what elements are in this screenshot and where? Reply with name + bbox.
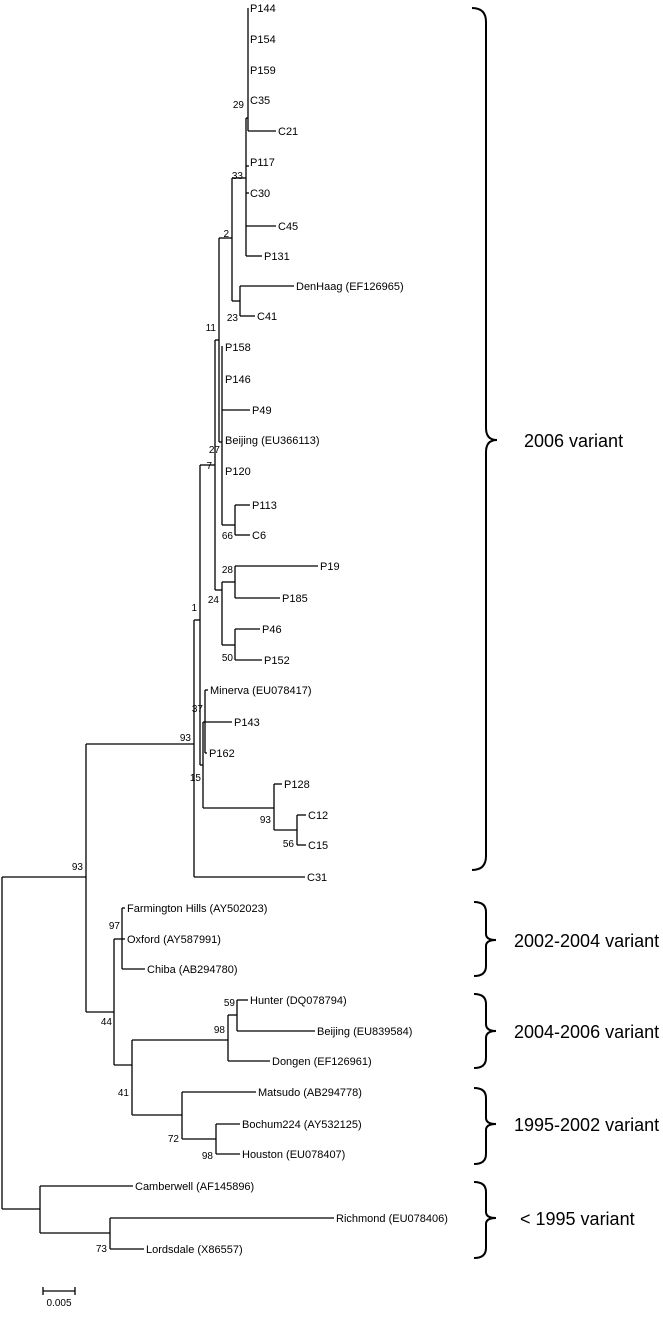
bootstrap-value: 59 [224,998,236,1009]
leaf-label-P131: P131 [264,251,290,263]
leaf-label-Oxford: Oxford (AY587991) [127,934,221,946]
leaf-label-Houston: Houston (EU078407) [242,1149,345,1161]
leaf-labels: P144 P154 P159 C35 C21 P117 C30 C45 P131… [127,3,448,1256]
bootstrap-value: 93 [260,815,272,826]
scale-bar: 0.005 [42,1287,76,1309]
bootstrap-value: 33 [232,171,244,182]
bootstrap-value: 93 [72,862,84,873]
leaf-label-P128: P128 [284,779,310,791]
bracket-2004-2006-variant [473,993,497,1069]
bootstrap-value: 41 [118,1088,130,1099]
bootstrap-value: 37 [192,704,204,715]
leaf-label-P46: P46 [262,624,282,636]
bootstrap-value: 2 [223,229,229,240]
leaf-label-Dongen: Dongen (EF126961) [272,1056,372,1068]
bootstrap-value: 66 [222,531,234,542]
group-label-2002-2004-variant: 2002-2004 variant [514,931,659,951]
bootstrap-value: 98 [202,1151,214,1162]
bootstrap-value: 50 [222,653,234,664]
bootstrap-value: 72 [168,1134,180,1145]
leaf-label-Matsudo: Matsudo (AB294778) [258,1087,362,1099]
bootstrap-value: 73 [96,1244,108,1255]
leaf-label-C30: C30 [250,188,270,200]
leaf-label-C12: C12 [308,810,328,822]
leaf-label-Chiba: Chiba (AB294780) [147,964,238,976]
leaf-label-P158: P158 [225,342,251,354]
leaf-label-P154: P154 [250,34,276,46]
group-label-2006-variant: 2006 variant [524,431,623,451]
scale-bar-label: 0.005 [46,1298,71,1309]
leaf-label-P49: P49 [252,405,272,417]
bootstrap-value: 56 [283,839,295,850]
variant-brackets: 2006 variant 2002-2004 variant 2004-2006… [471,7,659,1259]
leaf-label-Minerva: Minerva (EU078417) [210,685,312,697]
leaf-label-Richmond: Richmond (EU078406) [336,1213,448,1225]
leaf-label-Hunter: Hunter (DQ078794) [250,995,347,1007]
leaf-label-P19: P19 [320,561,340,573]
leaf-label-P144: P144 [250,3,276,15]
leaf-label-P113: P113 [252,500,277,512]
leaf-label-Camberwell: Camberwell (AF145896) [135,1181,254,1193]
leaf-label-P185: P185 [282,593,308,605]
bootstrap-value: 98 [214,1025,226,1036]
leaf-label-P117: P117 [250,157,275,169]
leaf-label-DenHaag: DenHaag (EF126965) [296,281,404,293]
leaf-label-C45: C45 [278,221,298,233]
bootstrap-value: 93 [180,733,192,744]
bootstrap-value: 97 [109,921,121,932]
leaf-label-Lordsdale: Lordsdale (X86557) [146,1244,243,1256]
bracket-2006-variant [471,7,498,871]
bootstrap-value: 27 [209,445,221,456]
leaf-label-C6: C6 [252,530,266,542]
bootstrap-value: 24 [208,595,220,606]
bootstrap-value: 7 [206,461,212,472]
leaf-label-Beijing2: Beijing (EU839584) [317,1026,412,1038]
bracket-2002-2004-variant [473,901,497,977]
leaf-label-C21: C21 [278,126,298,138]
leaf-label-C31: C31 [307,872,327,884]
leaf-label-P146: P146 [225,374,251,386]
group-label-pre-1995-variant: < 1995 variant [520,1209,635,1229]
bracket-1995-2002-variant [473,1087,497,1165]
leaf-label-Bochum: Bochum224 (AY532125) [242,1119,362,1131]
bootstrap-value: 44 [101,1017,113,1028]
leaf-label-C35: C35 [250,95,270,107]
leaf-label-P120: P120 [225,466,251,478]
bootstrap-value: 29 [233,100,245,111]
bootstrap-values: 29 33 2 23 11 27 7 66 28 24 50 1 37 93 1… [72,100,295,1255]
group-label-2004-2006-variant: 2004-2006 variant [514,1022,659,1042]
tree-branches [1,8,334,1250]
leaf-label-P152: P152 [264,655,290,667]
bootstrap-value: 28 [222,565,234,576]
bootstrap-value: 1 [191,603,197,614]
bracket-pre-1995-variant [473,1181,497,1259]
group-label-1995-2002-variant: 1995-2002 variant [514,1115,659,1135]
bootstrap-value: 23 [227,313,239,324]
leaf-label-P162: P162 [209,748,235,760]
leaf-label-Beijing1: Beijing (EU366113) [225,435,320,447]
bootstrap-value: 15 [190,773,202,784]
leaf-label-Farmington: Farmington Hills (AY502023) [127,903,267,915]
leaf-label-C41: C41 [257,311,277,323]
leaf-label-C15: C15 [308,840,328,852]
leaf-label-P143: P143 [234,717,260,729]
leaf-label-P159: P159 [250,65,276,77]
bootstrap-value: 11 [206,323,217,334]
